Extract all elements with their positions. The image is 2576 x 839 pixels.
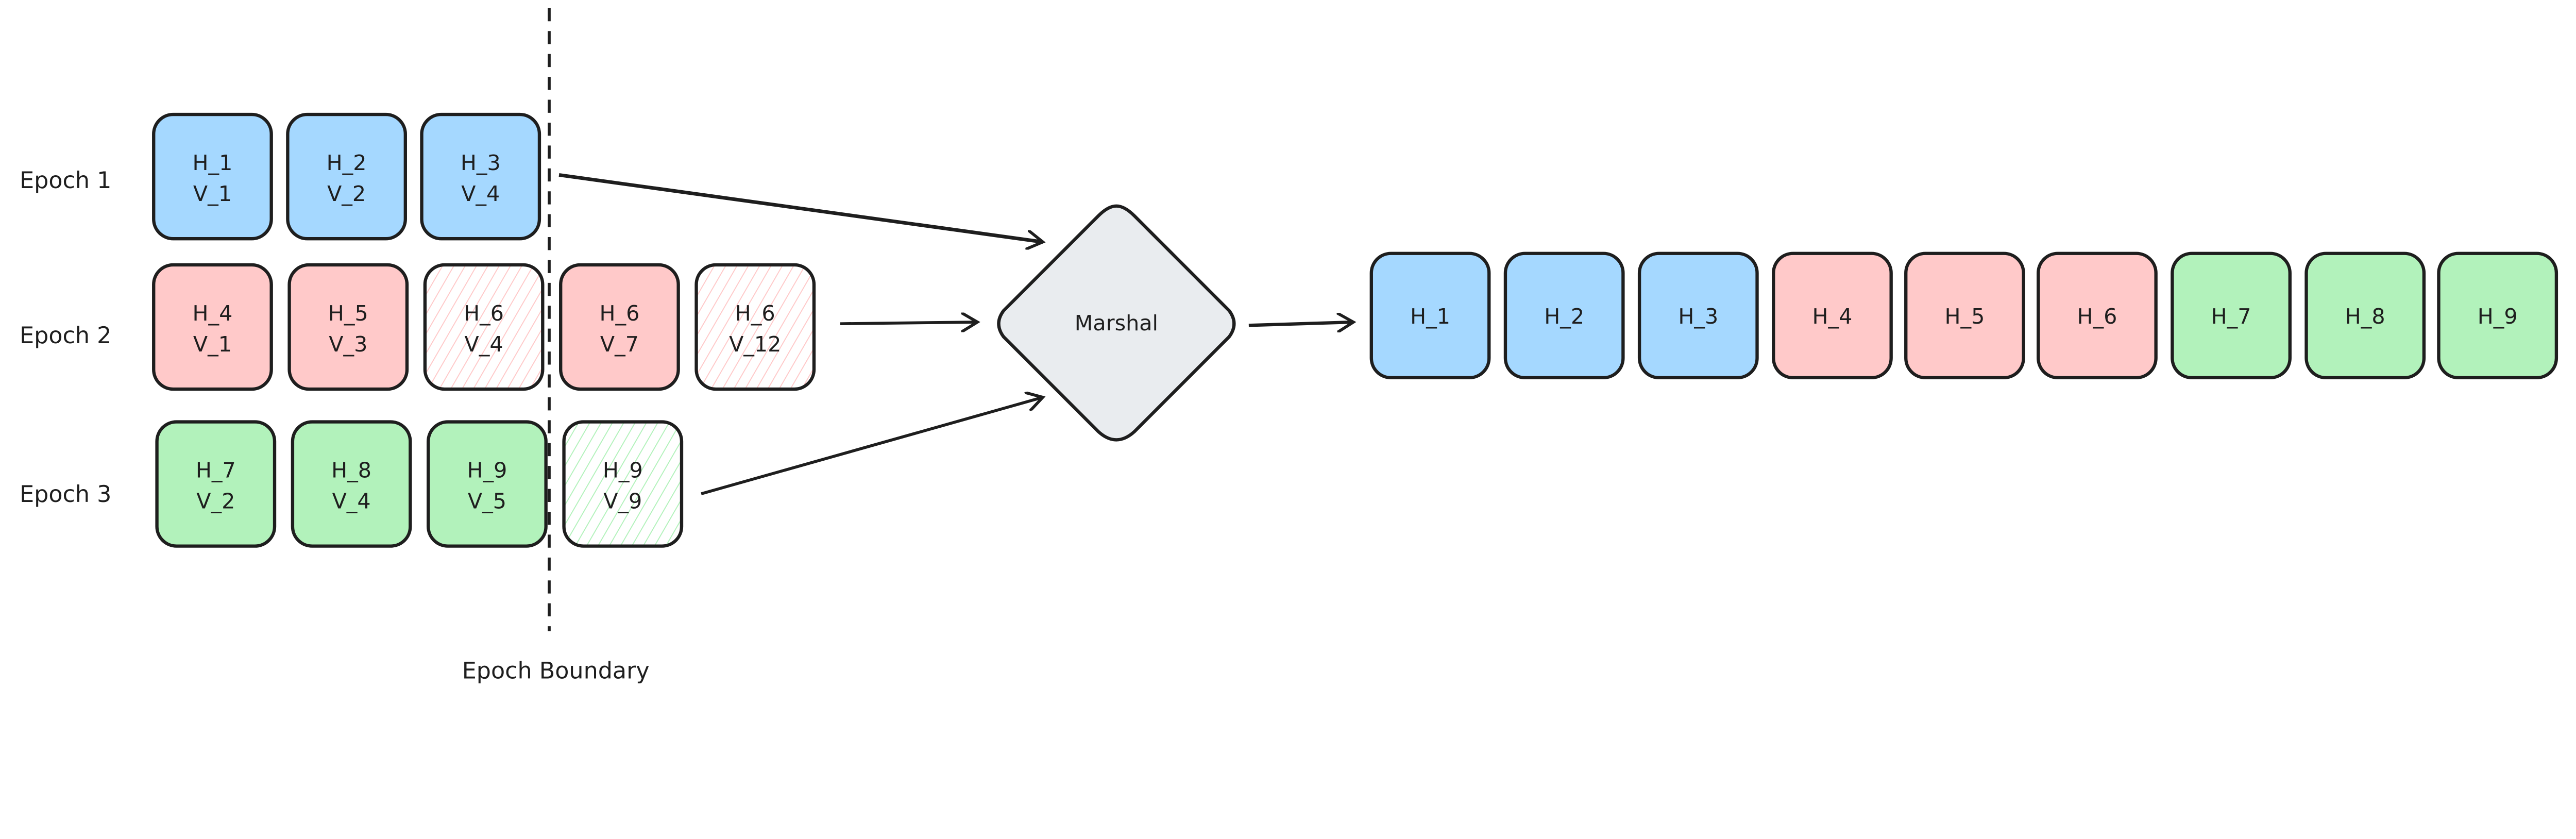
output-block: H_3 xyxy=(1637,251,1759,380)
box-h-label: H_9 xyxy=(603,458,643,482)
box-shape xyxy=(1369,251,1491,380)
box-v-label: V_4 xyxy=(461,181,500,206)
output-block: H_6 xyxy=(2037,251,2158,380)
box-shape xyxy=(2037,251,2158,380)
box-h-label: H_5 xyxy=(1945,304,1985,329)
block: H_4V_1 xyxy=(152,263,273,391)
box-shape xyxy=(286,112,407,241)
box-h-label: H_8 xyxy=(2345,304,2385,329)
block: H_2V_2 xyxy=(286,112,407,241)
box-shape xyxy=(1772,251,1893,380)
hatched-box-shape xyxy=(423,263,545,391)
hatched-box-shape xyxy=(694,263,816,391)
box-v-label: V_7 xyxy=(600,332,639,357)
output-block: H_7 xyxy=(2171,251,2292,380)
box-h-label: H_2 xyxy=(327,150,367,175)
block: H_6V_7 xyxy=(559,263,680,391)
box-v-label: V_4 xyxy=(465,332,503,357)
box-v-label: V_5 xyxy=(468,489,506,514)
box-shape xyxy=(152,263,273,391)
epoch-label: Epoch 3 xyxy=(20,481,111,508)
epoch-label: Epoch 1 xyxy=(20,167,111,194)
box-h-label: H_1 xyxy=(193,150,233,175)
hatched-block: H_9V_9 xyxy=(562,420,684,548)
box-h-label: H_9 xyxy=(2478,304,2518,329)
marshal-diamond xyxy=(997,204,1236,442)
box-shape xyxy=(559,263,680,391)
box-shape xyxy=(2437,251,2558,380)
box-v-label: V_2 xyxy=(196,489,235,514)
arrow-marshal-to-output xyxy=(1248,322,1353,325)
block: H_9V_5 xyxy=(427,420,548,548)
box-shape xyxy=(2304,251,2426,380)
box-v-label: V_12 xyxy=(729,332,781,357)
hatched-block: H_6V_12 xyxy=(694,263,816,391)
box-shape xyxy=(287,263,409,391)
box-v-label: V_9 xyxy=(603,489,642,514)
arrow-epoch2-to-marshal xyxy=(840,322,977,324)
box-h-label: H_6 xyxy=(2077,304,2117,329)
box-shape xyxy=(291,420,412,548)
output-block: H_9 xyxy=(2437,251,2558,380)
box-h-label: H_6 xyxy=(464,301,504,326)
box-shape xyxy=(1503,251,1625,380)
epoch-row-3: Epoch 3H_7V_2H_8V_4H_9V_5H_9V_9 xyxy=(20,420,684,548)
output-block: H_1 xyxy=(1369,251,1491,380)
box-h-label: H_3 xyxy=(1678,304,1718,329)
box-h-label: H_3 xyxy=(461,150,501,175)
epoch-label: Epoch 2 xyxy=(20,323,111,349)
box-shape xyxy=(1904,251,2025,380)
box-shape xyxy=(1637,251,1759,380)
box-v-label: V_1 xyxy=(193,332,232,357)
box-h-label: H_4 xyxy=(193,301,233,326)
box-v-label: V_3 xyxy=(329,332,367,357)
box-h-label: H_6 xyxy=(599,301,639,326)
epoch-row-2: Epoch 2H_4V_1H_5V_3H_6V_4H_6V_7H_6V_12 xyxy=(20,263,816,391)
box-v-label: V_4 xyxy=(332,489,371,514)
block: H_8V_4 xyxy=(291,420,412,548)
block: H_5V_3 xyxy=(287,263,409,391)
box-h-label: H_7 xyxy=(196,458,236,482)
box-h-label: H_4 xyxy=(1812,304,1853,329)
marshal-label: Marshal xyxy=(1075,311,1158,335)
box-h-label: H_5 xyxy=(328,301,368,326)
box-shape xyxy=(420,112,541,241)
hatched-block: H_6V_4 xyxy=(423,263,545,391)
arrow-epoch1-to-marshal xyxy=(558,173,1043,242)
box-shape xyxy=(155,420,277,548)
output-block: H_4 xyxy=(1772,251,1893,380)
box-h-label: H_6 xyxy=(735,301,775,326)
arrow-epoch3-to-marshal xyxy=(701,397,1043,495)
box-h-label: H_1 xyxy=(1410,304,1450,329)
box-v-label: V_1 xyxy=(193,181,232,206)
epoch-boundary-label: Epoch Boundary xyxy=(462,658,650,684)
output-block: H_2 xyxy=(1503,251,1625,380)
hatched-box-shape xyxy=(562,420,684,548)
block: H_7V_2 xyxy=(155,420,277,548)
box-h-label: H_9 xyxy=(467,458,507,482)
box-shape xyxy=(2171,251,2292,380)
box-v-label: V_2 xyxy=(327,181,366,206)
box-h-label: H_2 xyxy=(1544,304,1584,329)
output-block: H_5 xyxy=(1904,251,2025,380)
output-block: H_8 xyxy=(2304,251,2426,380)
block: H_1V_1 xyxy=(152,112,273,241)
marshal-node: Marshal xyxy=(997,204,1236,442)
box-h-label: H_7 xyxy=(2211,304,2251,329)
output-sequence: H_1 H_2 H_3 H_4 H_5 H_6 H_7 H_8 H_9 xyxy=(1369,251,2558,380)
block: H_3V_4 xyxy=(420,112,541,241)
epoch-row-1: Epoch 1H_1V_1H_2V_2H_3V_4 xyxy=(20,112,541,241)
diagram-canvas: Epoch Boundary Epoch 1H_1V_1H_2V_2H_3V_4… xyxy=(20,8,2558,684)
box-shape xyxy=(152,112,273,241)
box-shape xyxy=(427,420,548,548)
box-h-label: H_8 xyxy=(331,458,371,482)
